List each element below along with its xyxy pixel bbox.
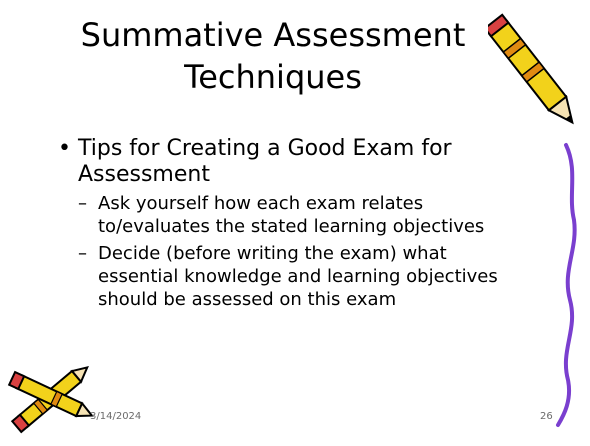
purple-squiggle-icon — [556, 143, 577, 427]
sub-bullet-text: Ask yourself how each exam relates to/ev… — [98, 193, 485, 237]
crossed-pencils-icon — [7, 365, 94, 434]
bullet-dot-icon: • — [58, 136, 71, 161]
title-line-2: Techniques — [184, 58, 362, 96]
pencil-icon — [488, 13, 574, 125]
dash-icon: – — [78, 243, 87, 264]
sub-bullet-item: – Ask yourself how each exam relates to/… — [78, 192, 528, 238]
slide-number: 26 — [540, 411, 553, 422]
title-line-1: Summative Assessment — [80, 16, 466, 54]
slide-date: 3/14/2024 — [90, 411, 142, 422]
slide-title: Summative Assessment Techniques — [58, 14, 488, 98]
bullet-item: • Tips for Creating a Good Exam for Asse… — [58, 136, 528, 188]
dash-icon: – — [78, 193, 87, 214]
sub-bullet-item: – Decide (before writing the exam) what … — [78, 242, 528, 311]
sub-bullet-text: Decide (before writing the exam) what es… — [98, 243, 498, 310]
bullet-list: • Tips for Creating a Good Exam for Asse… — [58, 136, 528, 315]
bullet-text: Tips for Creating a Good Exam for Assess… — [78, 136, 452, 187]
